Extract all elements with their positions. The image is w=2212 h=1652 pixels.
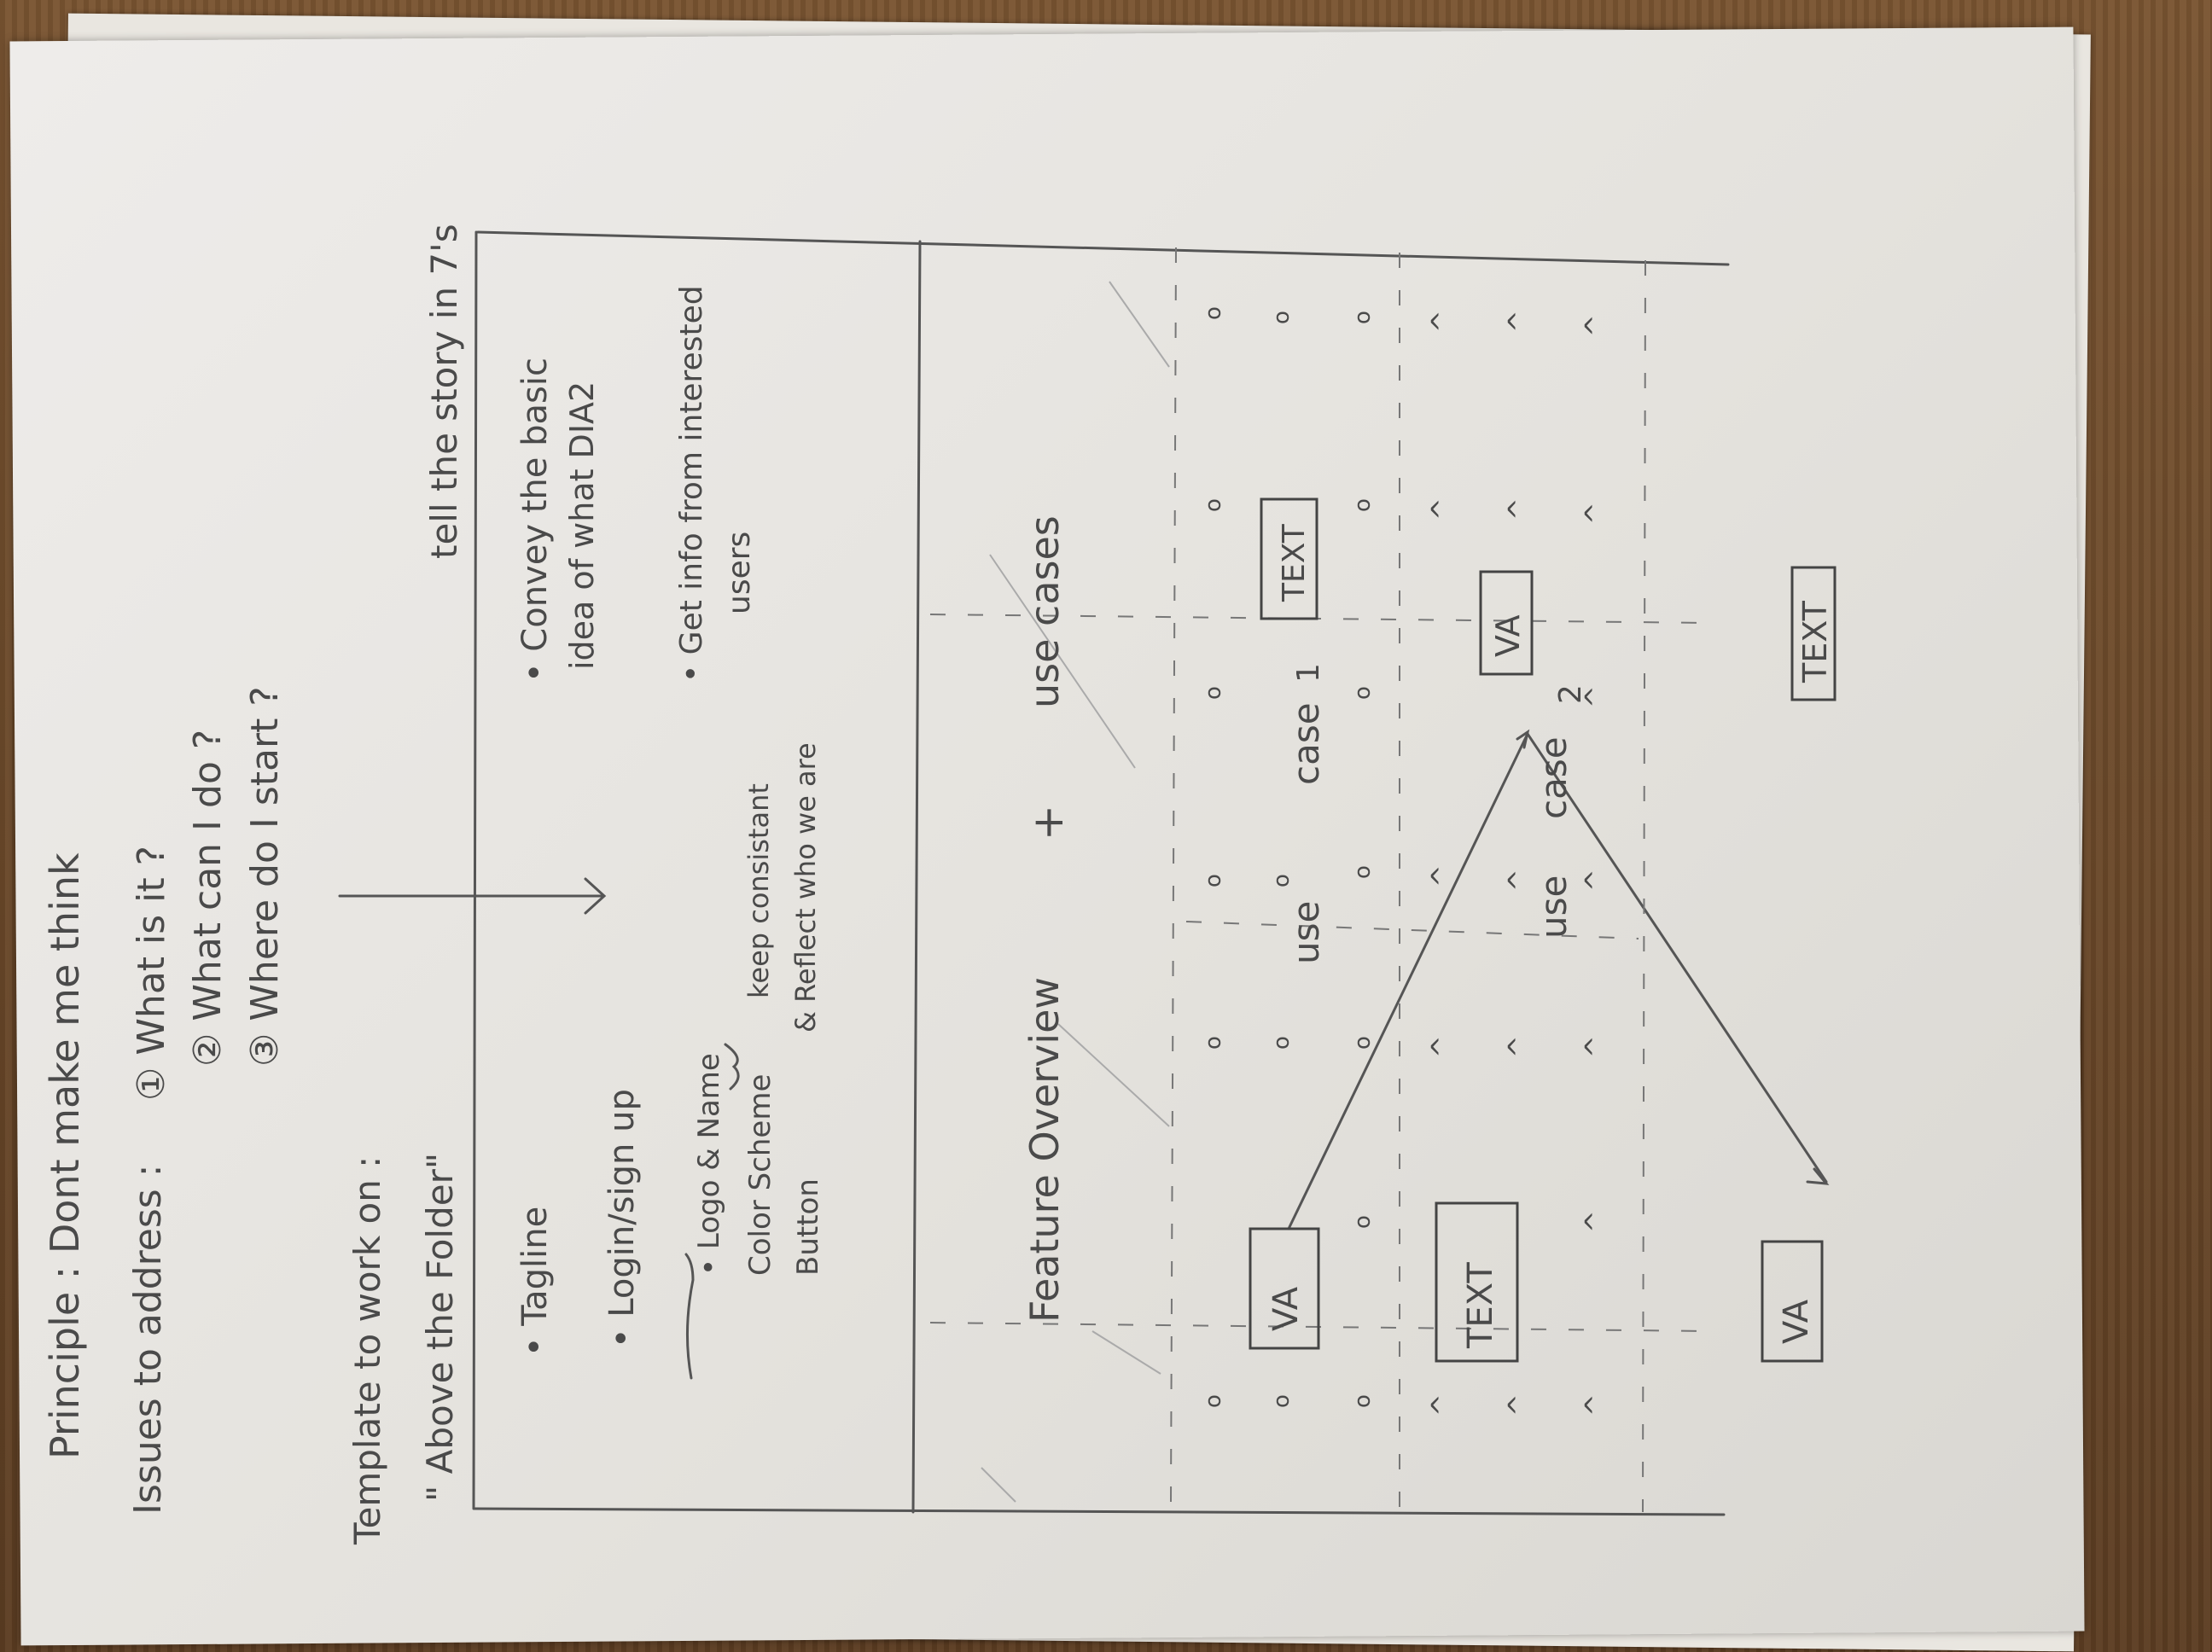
placeholder-circle: o: [1350, 311, 1376, 324]
use-case-2-word-a: use: [1533, 875, 1575, 939]
placeholder-caret: ^: [1579, 314, 1611, 337]
placeholder-circle: o: [1269, 1394, 1295, 1408]
use-case-1-word-b: case: [1285, 702, 1327, 785]
template-label: Template to work on :: [346, 1156, 388, 1545]
text-box-1: [1260, 497, 1318, 620]
va-label-1: VA: [1266, 1286, 1306, 1331]
placeholder-circle: o: [1201, 1394, 1226, 1408]
item-bracket: [684, 1253, 695, 1380]
va-box-3: [1761, 1240, 1824, 1363]
text-label-2: TEXT: [1461, 1262, 1500, 1349]
use-case-2-word-b: case: [1533, 736, 1575, 819]
goal-1: • Convey the basic: [515, 358, 555, 683]
placeholder-caret: ^: [1502, 1035, 1534, 1058]
text-label-1: TEXT: [1277, 523, 1312, 602]
placeholder-circle: o: [1350, 498, 1376, 512]
item-tagline: • Tagline: [515, 1207, 555, 1357]
principle-text: Principle : Dont make me think: [42, 852, 88, 1459]
placeholder-caret: ^: [1579, 1035, 1611, 1058]
flow-arrowhead-1: [1516, 729, 1530, 749]
placeholder-circle: o: [1201, 686, 1226, 700]
placeholder-caret: ^: [1502, 310, 1534, 333]
placeholder-caret: ^: [1425, 1393, 1458, 1416]
placeholder-caret: ^: [1502, 497, 1534, 521]
item-button: Button: [791, 1178, 825, 1276]
faint-stroke: [989, 554, 1136, 769]
template-name: " Above the Folder": [419, 1153, 461, 1502]
story-note: tell the story in 7's: [423, 224, 465, 559]
placeholder-circle: o: [1350, 1036, 1376, 1050]
placeholder-circle: o: [1350, 865, 1376, 879]
item-color: Color Scheme: [743, 1074, 777, 1276]
section-divider-line: [911, 240, 922, 1514]
frame-bottom-line: [473, 1507, 1726, 1516]
dashed-guide-6: [1185, 921, 1639, 939]
goal-2: idea of what DIA2: [563, 381, 601, 670]
use-cases-text: use cases: [1022, 515, 1068, 708]
curly-brace: [724, 1043, 740, 1091]
use-case-1-word-a: use: [1285, 901, 1327, 964]
placeholder-caret: ^: [1425, 864, 1458, 887]
use-case-1-number: 1: [1291, 663, 1326, 683]
brace-note-2: & Reflect who we are: [789, 742, 822, 1032]
placeholder-caret: ^: [1425, 1035, 1458, 1058]
plus-sign: +: [1023, 805, 1073, 841]
goal-4: users: [722, 532, 757, 614]
issue-3: ③ Where do I start ?: [243, 686, 287, 1067]
placeholder-caret: ^: [1425, 310, 1458, 333]
dashed-guide-5: [929, 614, 1708, 624]
placeholder-circle: o: [1269, 1036, 1295, 1050]
goal-3: • Get info from interested: [674, 285, 709, 683]
placeholder-circle: o: [1350, 1215, 1376, 1229]
placeholder-circle: o: [1201, 1036, 1226, 1050]
placeholder-circle: o: [1201, 498, 1226, 512]
placeholder-caret: ^: [1579, 1210, 1611, 1233]
issue-1: ① What is it ?: [130, 846, 173, 1101]
placeholder-caret: ^: [1579, 869, 1611, 892]
text-label-3: TEXT: [1796, 600, 1834, 683]
placeholder-circle: o: [1269, 311, 1295, 324]
use-case-2-number: 2: [1553, 684, 1588, 704]
text-box-2: [1435, 1201, 1519, 1363]
dashed-guide-3: [1642, 259, 1646, 1513]
placeholder-circle: o: [1201, 306, 1226, 320]
frame-left-line: [472, 230, 478, 1510]
placeholder-circle: o: [1269, 874, 1295, 887]
va-box-2: [1479, 570, 1534, 676]
placeholder-caret: ^: [1502, 869, 1534, 892]
feature-overview: Feature Overview: [1022, 977, 1068, 1323]
placeholder-caret: ^: [1579, 685, 1611, 708]
placeholder-circle: o: [1201, 874, 1226, 887]
faint-stroke: [1109, 281, 1170, 368]
placeholder-circle: o: [1350, 1394, 1376, 1408]
va-box-1: [1249, 1227, 1320, 1350]
frame-top-line: [476, 230, 1730, 266]
issues-label: Issues to address :: [126, 1164, 170, 1515]
item-logo: • Logo & Name: [692, 1053, 726, 1276]
flow-arrowhead-2: [1806, 1167, 1830, 1185]
issue-2: ② What can I do ?: [186, 730, 230, 1067]
faint-stroke: [981, 1467, 1016, 1503]
placeholder-circle: o: [1350, 686, 1376, 700]
faint-stroke: [1091, 1330, 1161, 1375]
item-login: • Login/sign up: [602, 1089, 642, 1348]
placeholder-caret: ^: [1579, 502, 1611, 525]
va-label-3: VA: [1777, 1299, 1816, 1344]
va-label-2: VA: [1489, 614, 1527, 657]
above-fold-arrowhead: [584, 877, 607, 915]
placeholder-caret: ^: [1579, 1393, 1611, 1416]
brace-note-1: keep consistant: [742, 783, 775, 998]
text-box-3: [1790, 566, 1837, 701]
faint-stroke: [1057, 1023, 1170, 1127]
placeholder-caret: ^: [1425, 497, 1458, 521]
placeholder-caret: ^: [1502, 1393, 1534, 1416]
dashed-guide-1: [1170, 247, 1177, 1504]
